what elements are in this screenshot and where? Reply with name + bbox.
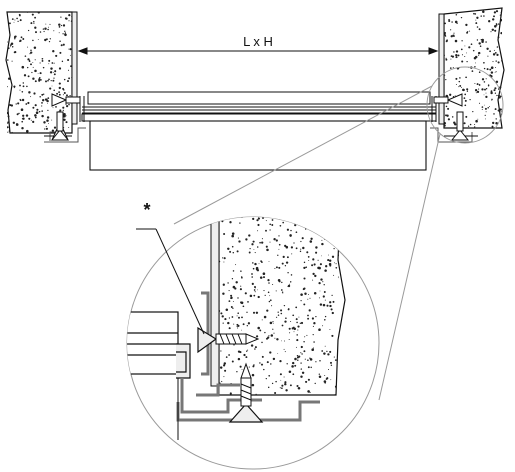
top-view: L x H [5, 7, 505, 171]
screw-right-horizontal [433, 93, 463, 107]
left-wall-speckle [7, 12, 72, 133]
callout-line-upper [173, 85, 433, 225]
detail-reference-circle [426, 66, 504, 144]
left-wall [5, 11, 78, 134]
dimension-line [77, 47, 439, 55]
asterisk-leader-diagonal [155, 228, 205, 335]
detail-callout: * [126, 66, 504, 470]
detail-screw-vertical [228, 362, 264, 423]
asterisk-marker: * [143, 200, 150, 220]
detail-wall [210, 217, 346, 396]
screw-left-vertical [50, 111, 70, 141]
detail-screw-horizontal [197, 326, 260, 354]
frame-profile [79, 91, 437, 122]
screw-left-horizontal [51, 93, 81, 107]
cassette-box [89, 120, 427, 171]
detail-profile [127, 311, 191, 379]
dimension-label: L x H [243, 34, 273, 49]
callout-line-lower [378, 133, 441, 401]
screw-right-vertical [450, 111, 470, 141]
